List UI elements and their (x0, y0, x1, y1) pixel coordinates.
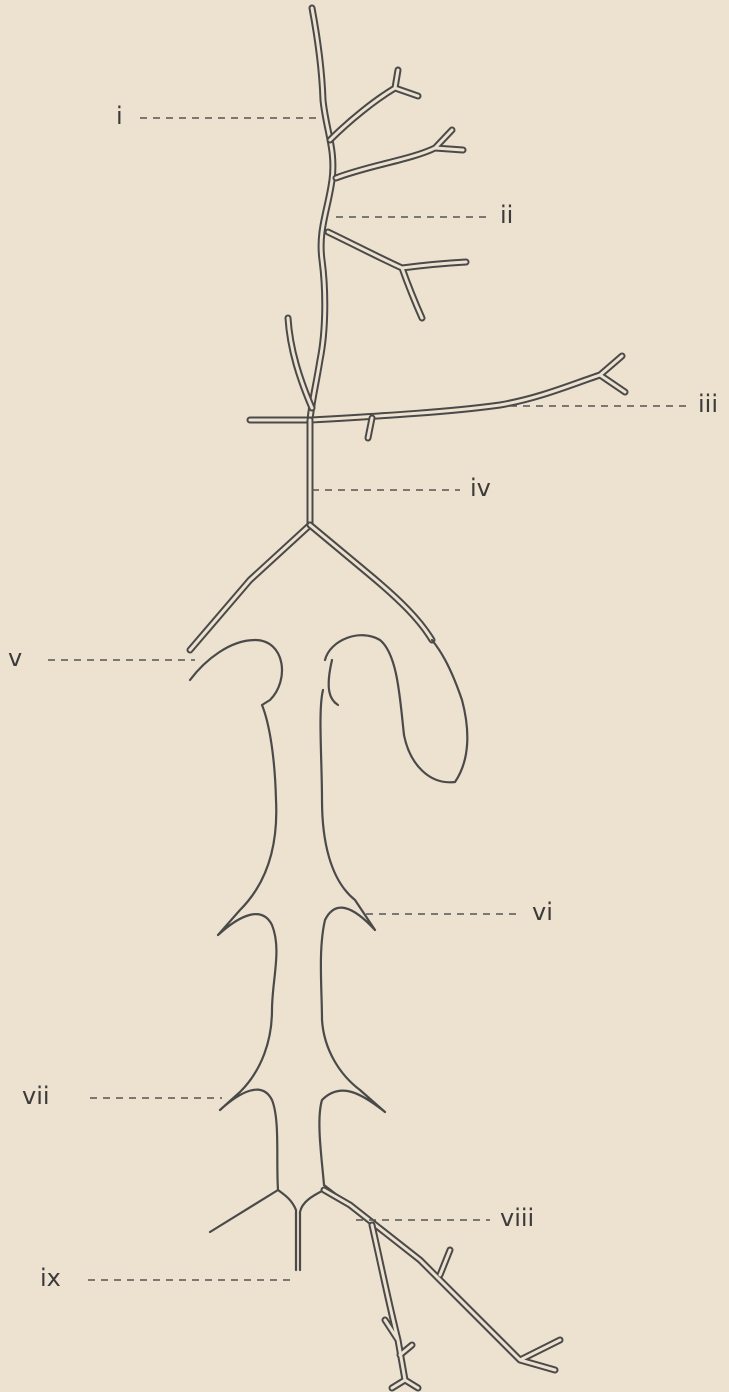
body-right-outline (319, 635, 467, 1205)
bottom-split (278, 1190, 324, 1270)
upper-stem-group (288, 8, 466, 420)
label-v: v (8, 646, 22, 670)
upper-stem-core (310, 8, 333, 420)
label-iii: iii (698, 392, 718, 416)
label-vii: vii (22, 1084, 50, 1108)
label-iv: iv (470, 476, 491, 500)
label-ix: ix (40, 1266, 61, 1290)
label-viii: viii (500, 1206, 534, 1230)
label-ii: ii (500, 203, 513, 227)
leader-lines (48, 118, 690, 1280)
right-lobe (329, 660, 338, 705)
label-i: i (116, 104, 123, 128)
branch-top-1 (330, 70, 418, 140)
left-sprout (288, 318, 312, 408)
branch-top-3 (328, 232, 466, 318)
right-arm (310, 525, 432, 640)
central-stalk-group (190, 420, 432, 650)
segmented-body (190, 635, 467, 1270)
body-left-outline (190, 640, 282, 1232)
label-vi: vi (532, 900, 553, 924)
